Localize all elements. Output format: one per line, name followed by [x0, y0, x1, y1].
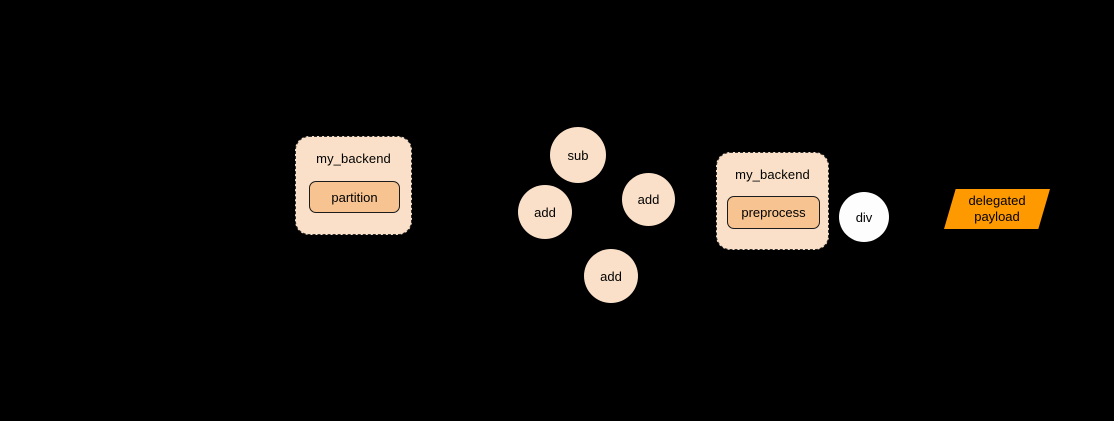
- backend-group-label: my_backend: [735, 167, 810, 182]
- node-add-3[interactable]: add: [584, 249, 638, 303]
- payload-label-line1: delegated: [968, 193, 1026, 208]
- op-box-preprocess[interactable]: preprocess: [727, 196, 820, 229]
- backend-group-partition[interactable]: my_backend partition: [295, 136, 412, 235]
- op-box-partition[interactable]: partition: [309, 181, 400, 213]
- node-label: add: [637, 192, 660, 207]
- node-label: add: [600, 268, 622, 284]
- node-div[interactable]: div: [839, 192, 889, 242]
- op-box-label: preprocess: [741, 205, 806, 220]
- node-add-1[interactable]: add: [518, 185, 572, 239]
- op-box-label: partition: [331, 189, 378, 205]
- node-sub[interactable]: sub: [550, 127, 606, 183]
- backend-group-label: my_backend: [316, 151, 391, 166]
- node-add-2[interactable]: add: [622, 173, 675, 226]
- backend-group-preprocess[interactable]: my_backend preprocess: [716, 152, 829, 250]
- node-label: sub: [567, 147, 589, 163]
- node-label: div: [855, 209, 873, 225]
- node-label: add: [534, 204, 556, 220]
- payload-label-line2: payload: [974, 209, 1020, 224]
